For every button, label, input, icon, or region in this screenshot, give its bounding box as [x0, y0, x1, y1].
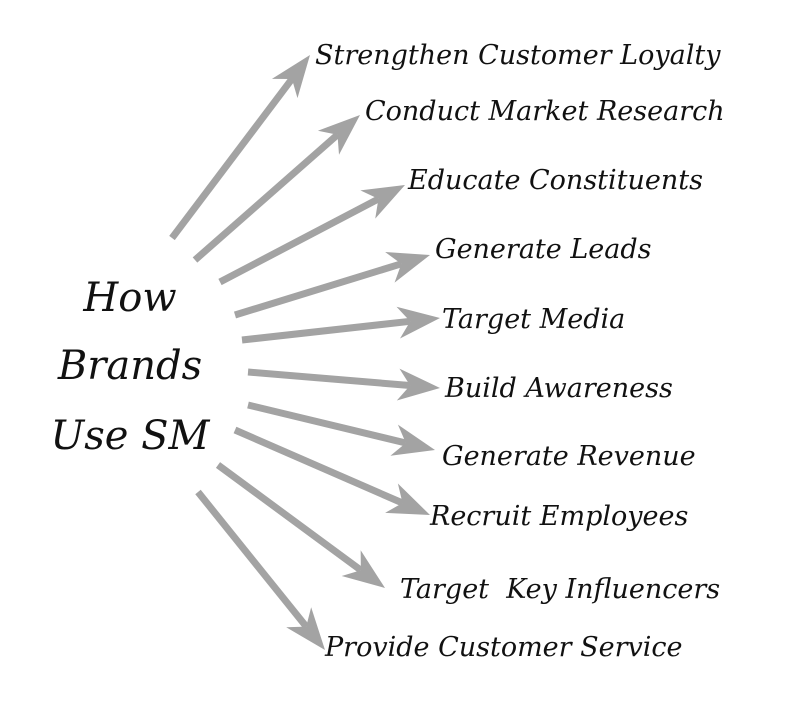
arrow-shaft — [233, 260, 403, 319]
item-label: Generate Leads — [435, 234, 652, 265]
arrow-head — [271, 55, 310, 99]
arrow — [247, 368, 440, 401]
item-label: Target Media — [442, 304, 626, 335]
arrow-shaft — [247, 401, 407, 447]
arrow-shaft — [233, 426, 404, 507]
arrow — [169, 55, 310, 241]
item-label: Generate Revenue — [442, 441, 696, 472]
item-label: Build Awareness — [445, 373, 673, 404]
arrow — [233, 252, 430, 319]
item-label: Target Key Influencers — [400, 574, 721, 605]
arrow — [195, 489, 325, 650]
arrow-shaft — [169, 76, 295, 241]
arrow-head — [396, 368, 440, 401]
arrow — [247, 401, 435, 456]
item-label: Educate Constituents — [408, 165, 703, 196]
arrow-head — [317, 115, 360, 155]
arrow-head — [341, 550, 385, 588]
arrow-head — [390, 424, 435, 456]
item-label: Strengthen Customer Loyalty — [315, 40, 721, 71]
arrow-head — [396, 306, 440, 339]
arrow-shaft — [218, 195, 381, 286]
arrow-head — [360, 185, 405, 219]
arrow-shaft — [195, 489, 309, 629]
arrow — [241, 306, 440, 344]
arrow — [233, 426, 430, 515]
item-label: Provide Customer Service — [325, 632, 683, 663]
arrow-shaft — [241, 317, 411, 344]
arrow — [218, 185, 405, 286]
arrow-head — [286, 607, 325, 650]
arrow-head — [385, 483, 430, 515]
arrow-shaft — [215, 462, 363, 574]
arrow — [192, 115, 360, 263]
item-label: Conduct Market Research — [365, 96, 725, 127]
title-line-1: How — [83, 275, 177, 321]
arrow — [215, 462, 385, 588]
title-line-3: Use SM — [50, 413, 210, 459]
item-label: Recruit Employees — [430, 501, 689, 532]
title-line-2: Brands — [57, 343, 203, 389]
arrow-head — [385, 252, 430, 283]
arrow-shaft — [192, 132, 340, 263]
arrow-shaft — [247, 368, 411, 389]
